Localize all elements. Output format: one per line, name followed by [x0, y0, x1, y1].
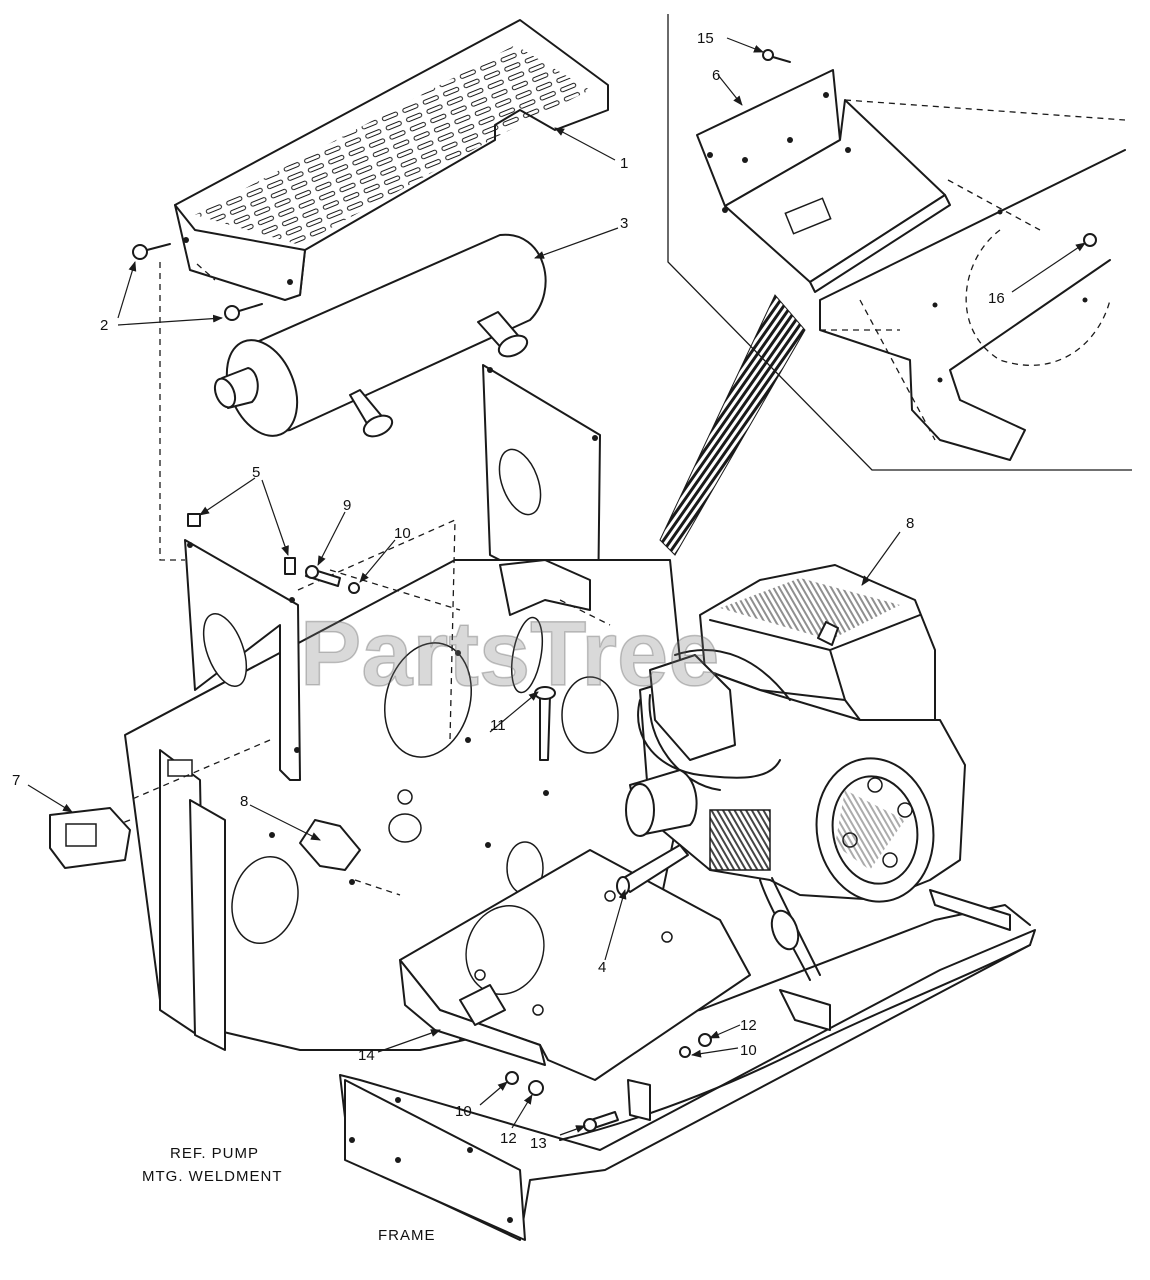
callout-6: 6 — [712, 67, 720, 84]
callout-13: 13 — [530, 1135, 547, 1152]
nut-16-icon — [1083, 233, 1097, 247]
engine — [625, 564, 966, 981]
watermark: PartsTree — [300, 603, 719, 705]
callout-3: 3 — [620, 215, 628, 232]
callout-14: 14 — [358, 1047, 375, 1064]
belt — [659, 294, 806, 556]
callout-9: 9 — [343, 497, 351, 514]
reference-labels: REF. PUMP MTG. WELDMENT FRAME — [142, 1145, 436, 1244]
callout-labels: 1 2 3 4 5 6 7 8 8 9 10 10 10 11 12 12 13… — [12, 30, 1005, 1152]
callout-4: 4 — [598, 959, 606, 976]
callout-7: 7 — [12, 772, 20, 789]
hardware — [49, 513, 712, 1132]
callout-15: 15 — [697, 30, 714, 47]
callout-12-right: 12 — [740, 1017, 757, 1034]
assembly-lines — [89, 262, 611, 896]
callout-1: 1 — [620, 155, 628, 172]
callout-10-right: 10 — [740, 1042, 757, 1059]
screw-15-icon — [762, 49, 791, 63]
detail-inset — [667, 14, 1132, 471]
callout-2: 2 — [100, 317, 108, 334]
callout-12-left: 12 — [500, 1130, 517, 1147]
callout-8-engine: 8 — [906, 515, 914, 532]
callout-16: 16 — [988, 290, 1005, 307]
center-bracket — [499, 559, 591, 694]
heat-shield-front — [184, 539, 301, 781]
engine-mount-plate — [399, 849, 751, 1081]
ref-frame: FRAME — [378, 1227, 436, 1244]
callout-10-top: 10 — [394, 525, 411, 542]
callout-10-left: 10 — [455, 1103, 472, 1120]
callout-11: 11 — [490, 717, 506, 734]
callout-5: 5 — [252, 464, 260, 481]
muffler — [213, 233, 547, 438]
ref-pump-line2: MTG. WELDMENT — [142, 1168, 283, 1185]
screws-2-icon — [132, 243, 263, 321]
callout-8-gasket: 8 — [240, 793, 248, 810]
frame — [339, 889, 1036, 1241]
ref-pump-line1: REF. PUMP — [170, 1145, 259, 1162]
muffler-guard — [174, 19, 609, 301]
leader-lines — [27, 37, 1086, 1136]
